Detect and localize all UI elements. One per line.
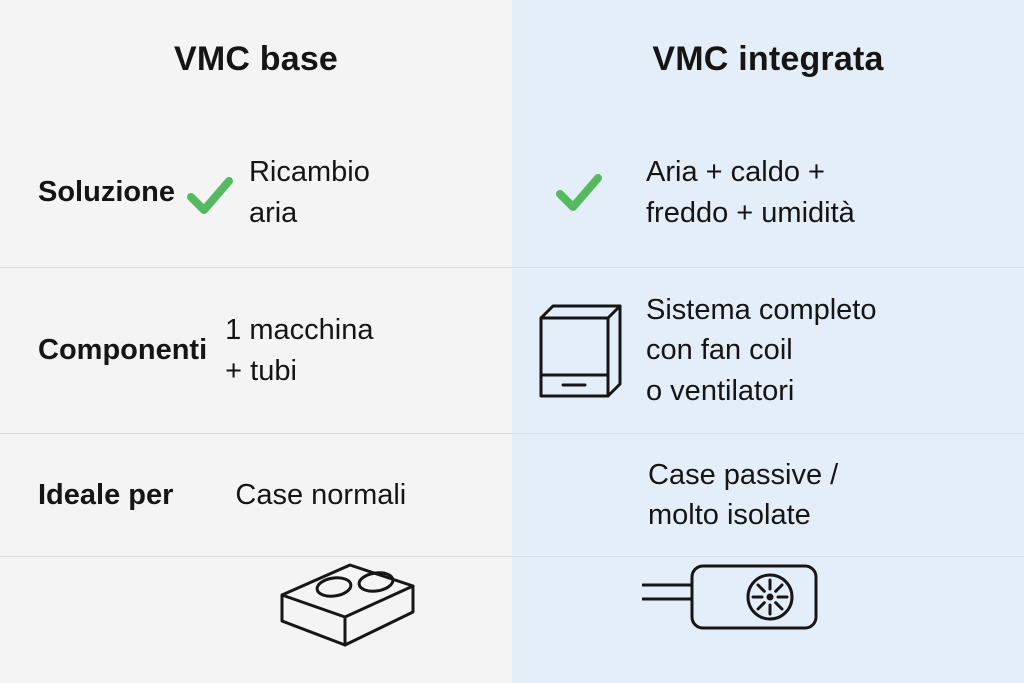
- row-soluzione-right-cell: Aria + caldo + freddo + umidità: [512, 118, 1024, 268]
- column-header-vmc-integrata: VMC integrata: [512, 0, 1024, 118]
- green-check-icon: [556, 173, 602, 212]
- cell-text-componenti-base: 1 macchina + tubi: [225, 314, 374, 387]
- row-soluzione-left-cell: Soluzione Ricambio aria: [0, 118, 512, 268]
- column-header-vmc-base: VMC base: [0, 0, 512, 118]
- vmc-unit-icon: [538, 303, 624, 399]
- column-title-vmc-base: VMC base: [173, 39, 339, 78]
- green-check-icon: [186, 176, 233, 215]
- cell-text-soluzione-base: Ricambio aria: [248, 156, 370, 229]
- row-componenti-left-cell: Componenti 1 macchina + tubi: [0, 268, 512, 434]
- row-label-soluzione: Soluzione: [38, 176, 175, 208]
- fan-coil-unit-icon: [642, 561, 820, 633]
- cell-text-componenti-integrata: Sistema completo con fan coil o ventilat…: [646, 294, 877, 407]
- cell-text-soluzione-integrata: Aria + caldo + freddo + umidità: [646, 156, 855, 229]
- row-ideale-left-cell: Ideale per Case normali: [0, 434, 512, 557]
- ventilation-block-icon: [272, 559, 422, 651]
- column-title-vmc-integrata: VMC integrata: [652, 39, 884, 78]
- bottom-left-icon-cell: [0, 557, 512, 683]
- row-ideale-right-cell: Case passive / molto isolate: [512, 434, 1024, 557]
- bottom-right-icon-cell: [512, 557, 1024, 683]
- row-componenti-right-cell: Sistema completo con fan coil o ventilat…: [512, 268, 1024, 434]
- row-label-componenti: Componenti: [38, 334, 208, 366]
- cell-text-ideale-integrata: Case passive / molto isolate: [648, 458, 839, 531]
- cell-text-ideale-base: Case normali: [235, 478, 407, 511]
- row-label-ideale-per: Ideale per: [38, 478, 174, 511]
